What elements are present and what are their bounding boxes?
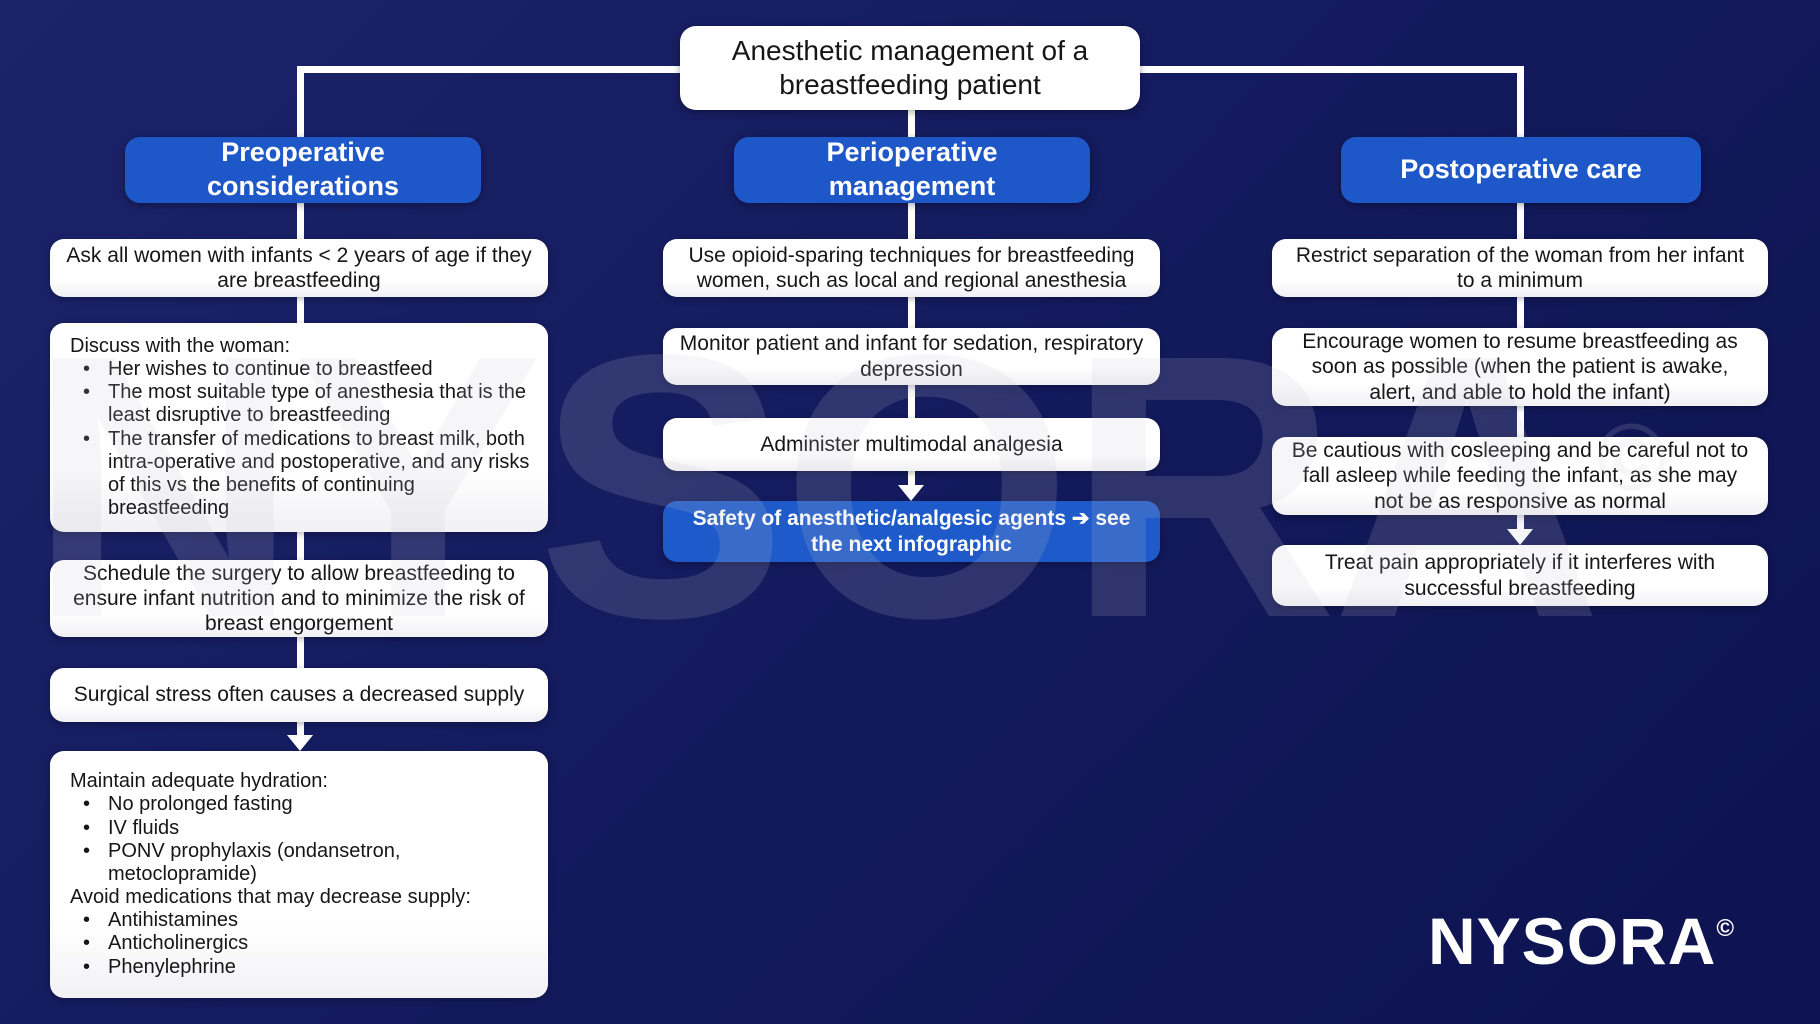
list-item-text: The most suitable type of anesthesia tha… [108,381,527,427]
box-restrict-separation: Restrict separation of the woman from he… [1272,239,1768,297]
box-cosleeping-caution: Be cautious with cosleeping and be caref… [1272,437,1768,515]
box-text: Surgical stress often causes a decreased… [73,683,525,707]
list-item: • Anticholinergics [70,932,532,955]
box-ask-women: Ask all women with infants < 2 years of … [50,239,548,297]
list-item: • Phenylephrine [70,956,532,979]
column-header-label: Preoperative considerations [206,137,400,201]
box-text: Monitor patient and infant for sedation,… [679,332,1144,381]
connector-line [297,532,304,561]
connector-line [297,203,304,239]
box-text: Use opioid-sparing techniques for breast… [688,243,1135,292]
box-text: Treat pain appropriately if it interfere… [1324,551,1716,600]
column-header-label: Perioperative management [826,137,998,201]
list-item-text: IV fluids [108,816,180,839]
list-item-text: Anticholinergics [108,932,249,955]
bullet-marker: • [83,932,91,955]
bullet-marker: • [83,381,91,404]
box-safety-agents: Safety of anesthetic/analgesic agents ➔ … [663,501,1160,562]
box-multimodal-analgesia: Administer multimodal analgesia [663,418,1160,471]
box-schedule-surgery: Schedule the surgery to allow breastfeed… [50,560,548,637]
connector-line [908,103,915,140]
list-intro: Avoid medications that may decrease supp… [70,886,471,909]
list-item-text: Her wishes to continue to breastfeed [108,357,433,380]
box-treat-pain: Treat pain appropriately if it interfere… [1272,545,1768,606]
box-text: Ask all women with infants < 2 years of … [66,243,532,292]
box-text: Schedule the surgery to allow breastfeed… [73,561,525,636]
connector-line [1517,66,1524,143]
list-intro: Discuss with the woman: [70,334,291,357]
connector-line [1517,406,1524,437]
list-item: • Her wishes to continue to breastfeed [70,358,532,381]
connector-line [1517,203,1524,239]
list-intro: Maintain adequate hydration: [70,770,328,793]
box-text: Be cautious with cosleeping and be caref… [1291,439,1749,513]
connector-line [297,297,304,324]
connector-arrowhead [1507,529,1533,545]
connector-line [297,637,304,668]
bullet-marker: • [83,955,91,978]
bullet-marker: • [83,839,91,862]
list-item-text: Phenylephrine [108,955,236,978]
box-discuss-with-woman: Discuss with the woman: • Her wishes to … [50,323,548,532]
connector-line [297,722,304,737]
box-text: Administer multimodal analgesia [760,432,1063,456]
bullet-marker: • [83,357,91,380]
connector-line [1517,515,1524,531]
copyright-symbol: © [1716,915,1735,942]
box-resume-breastfeeding: Encourage women to resume breastfeeding … [1272,328,1768,406]
box-hydration-medications: Maintain adequate hydration: • No prolon… [50,751,548,998]
bullet-marker: • [83,909,91,932]
box-opioid-sparing: Use opioid-sparing techniques for breast… [663,239,1160,297]
box-text: Encourage women to resume breastfeeding … [1302,330,1738,404]
bullet-marker: • [83,427,91,450]
column-header-preoperative: Preoperative considerations [125,137,481,203]
nysora-logo: NYSORA© [1428,908,1734,974]
connector-line [908,297,915,328]
list-item: • Antihistamines [70,909,532,932]
box-surgical-stress: Surgical stress often causes a decreased… [50,668,548,722]
box-text: Restrict separation of the woman from he… [1295,243,1745,292]
box-monitor-sedation: Monitor patient and infant for sedation,… [663,328,1160,385]
list-item-text: No prolonged fasting [108,793,293,816]
column-header-perioperative: Perioperative management [734,137,1090,203]
connector-line [908,385,915,418]
list-item: • No prolonged fasting [70,793,532,816]
connector-line [908,203,915,239]
list-item-text: Antihistamines [108,909,239,932]
bullet-marker: • [83,816,91,839]
bullet-marker: • [83,793,91,816]
list-item-text: The transfer of medications to breast mi… [108,427,530,520]
list-item: • The most suitable type of anesthesia t… [70,381,532,427]
connector-arrowhead [287,735,313,751]
nysora-logo-text: NYSORA [1428,904,1717,978]
connector-arrowhead [898,485,924,501]
list-item: • The transfer of medications to breast … [70,428,532,521]
title-box: Anesthetic management of a breastfeeding… [680,26,1140,110]
connector-line [1517,297,1524,328]
list-item-text: PONV prophylaxis (ondansetron, metoclopr… [108,839,401,885]
column-header-postoperative: Postoperative care [1341,137,1701,203]
connector-line [908,471,915,487]
list-item: • PONV prophylaxis (ondansetron, metoclo… [70,840,532,886]
column-header-label: Postoperative care [1400,154,1642,185]
box-text: Safety of anesthetic/analgesic agents ➔ … [692,507,1131,556]
list-item: • IV fluids [70,817,532,840]
connector-line [297,66,304,143]
page-title: Anesthetic management of a breastfeeding… [731,34,1089,100]
